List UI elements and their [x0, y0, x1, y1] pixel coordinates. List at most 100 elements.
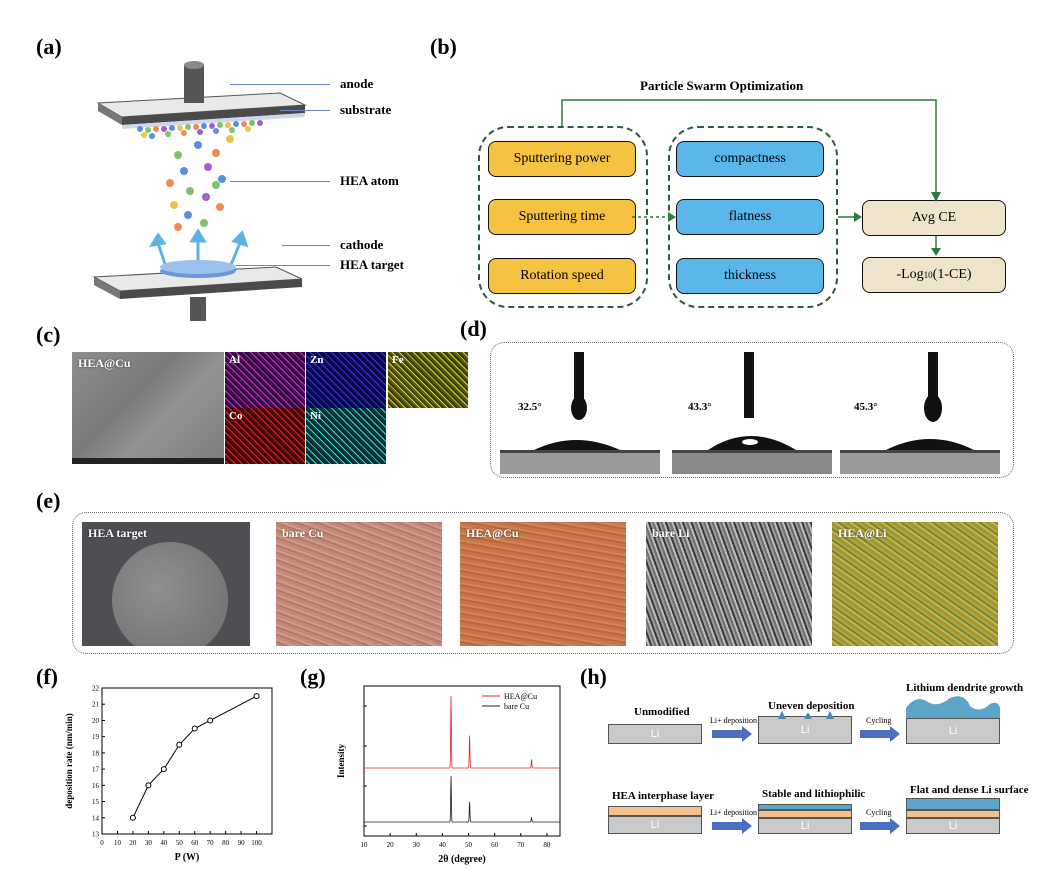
- h-row2-cell2: Li: [758, 818, 852, 834]
- f-ytick-label: 19: [92, 733, 100, 741]
- feature-compactness: compactness: [676, 141, 824, 177]
- h-row2-start: HEA interphase layer: [612, 790, 715, 802]
- pso-arrows: [561, 99, 941, 256]
- angle-2: 43.3°: [688, 401, 712, 413]
- h-row2-mid: Stable and lithiophilic: [762, 788, 866, 800]
- h-row2-cell1: Li: [608, 816, 702, 834]
- f-xtick-label: 70: [207, 839, 215, 847]
- photo-hea-li: HEA@Li: [832, 522, 998, 646]
- photo-bare-cu: bare Cu: [276, 522, 442, 646]
- panel-b-label: (b): [430, 34, 457, 59]
- h-row1-arrow2: [860, 726, 900, 742]
- atom-cloud: [137, 120, 263, 231]
- g-xtick-label: 10: [361, 841, 369, 849]
- label-hea-target: HEA target: [340, 257, 404, 272]
- sputtering-schematic: [92, 61, 307, 321]
- panel-h-label: (h): [580, 664, 607, 689]
- edx-co: Co: [225, 408, 305, 464]
- g-xtick-label: 30: [413, 841, 421, 849]
- g-legend-label: HEA@Cu: [504, 692, 537, 701]
- photos-frame: [72, 512, 1014, 654]
- f-point: [145, 782, 152, 789]
- f-point: [129, 814, 136, 821]
- f-ytick-label: 13: [92, 831, 100, 839]
- g-plot-frame: [363, 685, 561, 837]
- g-legend-label: bare Cu: [504, 702, 529, 711]
- h-row2-arrow2-label: Cycling: [866, 808, 892, 817]
- target-avg-ce: Avg CE: [862, 200, 1006, 236]
- h-row2-layer2: [758, 810, 852, 818]
- f-point: [160, 766, 167, 773]
- f-plot-frame: [101, 687, 273, 835]
- g-xtick-label: 60: [491, 841, 499, 849]
- input-sputtering-power: Sputtering power: [488, 141, 636, 177]
- edx-zn: Zn: [306, 352, 386, 408]
- h-row1-cell3: Li: [906, 718, 1000, 744]
- f-xlabel: P (W): [175, 852, 200, 863]
- label-anode: anode: [340, 76, 374, 91]
- f-ytick-label: 14: [92, 814, 100, 822]
- f-xtick-label: 40: [160, 839, 168, 847]
- edx-al: Al: [225, 352, 305, 408]
- f-point: [176, 741, 183, 748]
- panel-f-label: (f): [36, 664, 58, 689]
- h-row2-layer: [608, 806, 702, 816]
- f-xtick-label: 80: [222, 839, 230, 847]
- f-xtick-label: 30: [145, 839, 153, 847]
- g-xtick-label: 80: [543, 841, 551, 849]
- f-series-line: [132, 695, 257, 818]
- g-series-line: [364, 776, 560, 823]
- label-cathode: cathode: [340, 237, 384, 252]
- h-row1-cell1: Li: [608, 724, 702, 744]
- f-ytick-label: 18: [92, 749, 100, 757]
- pso-title: Particle Swarm Optimization: [640, 78, 804, 93]
- f-xtick-label: 60: [191, 839, 199, 847]
- f-xtick-label: 90: [238, 839, 246, 847]
- f-ytick-label: 22: [92, 685, 100, 693]
- h-row2-arrow1: [712, 818, 752, 834]
- photo-hea-cu: HEA@Cu: [460, 522, 626, 646]
- h-row2-end: Flat and dense Li surface: [910, 784, 1029, 796]
- h-row2-li-layer: [758, 804, 852, 810]
- f-point: [253, 693, 260, 700]
- edx-ni: Ni: [306, 408, 386, 464]
- h-row1-arrow1-label: Li+ deposition: [710, 716, 757, 725]
- sem-image: HEA@Cu: [72, 352, 224, 464]
- feature-thickness: thickness: [676, 258, 824, 294]
- f-ytick-label: 15: [92, 798, 100, 806]
- f-xtick-label: 0: [100, 839, 104, 847]
- f-ylabel: deposition rate (nm/min): [64, 713, 74, 809]
- edx-fe: Fe: [388, 352, 468, 408]
- contact-angle-images: [500, 352, 1000, 474]
- f-ytick-label: 16: [92, 782, 100, 790]
- panel-a-label: (a): [36, 34, 62, 59]
- g-xlabel: 2θ (degree): [438, 854, 486, 865]
- g-xtick-label: 40: [439, 841, 447, 849]
- photo-hea-target: HEA target: [82, 522, 250, 646]
- f-xtick-label: 100: [251, 839, 262, 847]
- g-xtick-label: 50: [465, 841, 473, 849]
- h-row1-start: Unmodified: [634, 706, 690, 718]
- h-row2-cell3: Li: [906, 818, 1000, 834]
- h-row1-arrow1: [712, 726, 752, 742]
- label-hea-atom: HEA atom: [340, 173, 399, 188]
- photo-bare-li: bare Li: [646, 522, 812, 646]
- h-row1-arrow2-label: Cycling: [866, 716, 892, 725]
- f-xtick-label: 10: [114, 839, 122, 847]
- g-xtick-label: 70: [517, 841, 525, 849]
- f-xtick-label: 50: [176, 839, 184, 847]
- f-ytick-label: 21: [92, 701, 100, 709]
- h-row1-cell2: Li: [758, 716, 852, 744]
- feature-flatness: flatness: [676, 199, 824, 235]
- f-ytick-label: 17: [92, 766, 100, 774]
- input-sputtering-time: Sputtering time: [488, 199, 636, 235]
- h-dendrite: [906, 696, 1000, 720]
- input-rotation-speed: Rotation speed: [488, 258, 636, 294]
- panel-g-label: (g): [300, 664, 326, 689]
- f-ytick-label: 20: [92, 717, 100, 725]
- h-row1-end: Lithium dendrite growth: [906, 682, 1024, 694]
- panel-c-label: (c): [36, 322, 61, 347]
